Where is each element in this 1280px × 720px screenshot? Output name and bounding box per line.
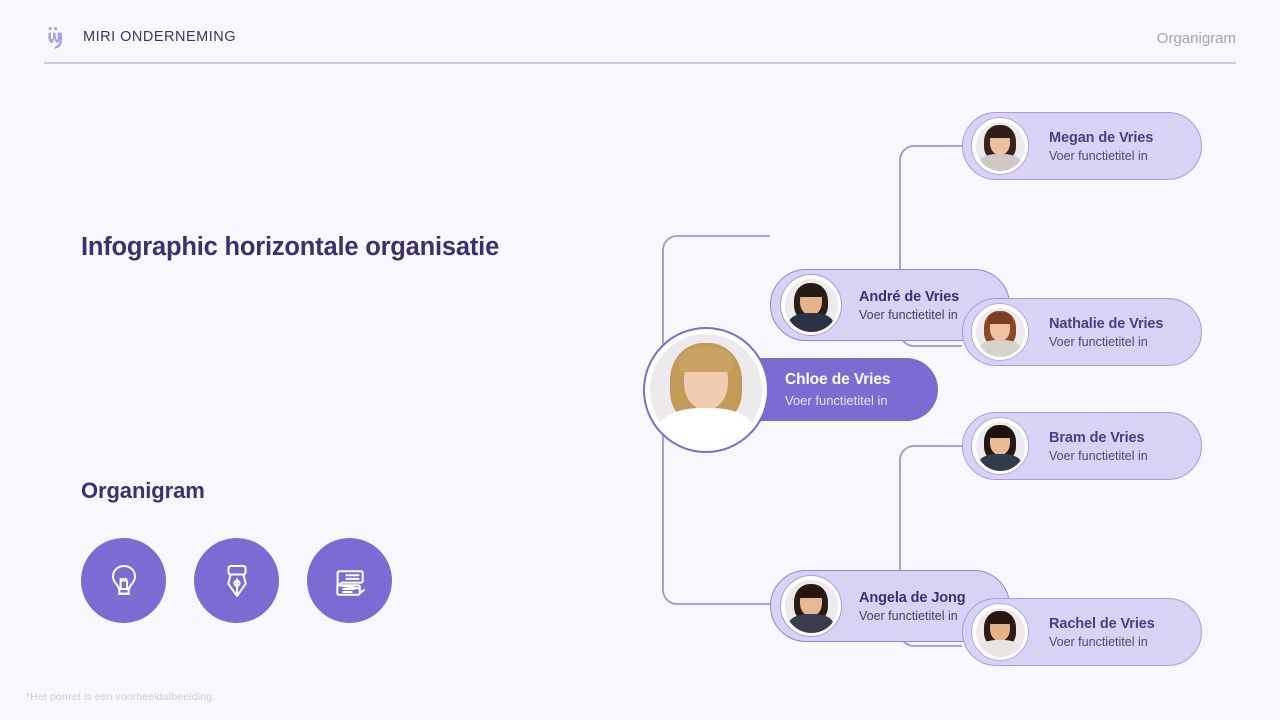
portrait-rachel [975,607,1025,657]
avatar [971,117,1029,175]
page-header: MIRI ONDERNEMING Organigram [0,0,1280,64]
miri-w-logo-icon [44,24,70,50]
org-node-name: Bram de Vries [1049,429,1145,446]
avatar [971,603,1029,661]
chat-bubbles-icon [328,559,372,603]
avatar [780,274,842,336]
org-node-role: Voer functietitel in [859,608,958,623]
avatar [971,303,1029,361]
org-chart: Chloe de Vries Voer functietitel in Andr… [600,100,1220,685]
pen-nib-icon [215,559,259,603]
section-title: Organigram [81,478,205,503]
lightbulb-icon-button[interactable] [81,538,166,623]
org-node-name: Nathalie de Vries [1049,315,1164,332]
org-node-name: Rachel de Vries [1049,615,1155,632]
footnote: *Het portret is een voorbeeldafbeelding. [26,691,216,703]
org-node-angela[interactable]: Angela de Jong Voer functietitel in [770,570,1010,642]
brand-block: MIRI ONDERNEMING [44,24,236,50]
portrait-andre [784,278,838,332]
brand-name: MIRI ONDERNEMING [83,29,236,45]
org-node-bram[interactable]: Bram de Vries Voer functietitel in [962,412,1202,480]
portrait-chloe [650,334,762,446]
org-node-name: Angela de Jong [859,589,966,606]
avatar [780,575,842,637]
page-title: Infographic horizontale organisatie [81,233,500,261]
org-node-rachel[interactable]: Rachel de Vries Voer functietitel in [962,598,1202,666]
org-node-role: Voer functietitel in [785,393,888,408]
chat-bubbles-icon-button[interactable] [307,538,392,623]
header-divider [44,62,1236,64]
org-node-name: André de Vries [859,288,960,305]
org-node-role: Voer functietitel in [859,307,958,322]
org-node-role: Voer functietitel in [1049,448,1148,463]
org-node-root[interactable]: Chloe de Vries Voer functietitel in [643,327,938,453]
pen-nib-icon-button[interactable] [194,538,279,623]
org-node-role: Voer functietitel in [1049,634,1148,649]
org-node-role: Voer functietitel in [1049,334,1148,349]
feature-icon-row [81,538,392,623]
portrait-angela [784,579,838,633]
portrait-megan [975,121,1025,171]
avatar [971,417,1029,475]
org-node-name: Megan de Vries [1049,129,1154,146]
lightbulb-icon [102,559,146,603]
portrait-bram [975,421,1025,471]
org-node-nathalie[interactable]: Nathalie de Vries Voer functietitel in [962,298,1202,366]
org-node-name: Chloe de Vries [785,371,891,388]
avatar [643,327,769,453]
org-node-role: Voer functietitel in [1049,148,1148,163]
portrait-nathalie [975,307,1025,357]
org-node-megan[interactable]: Megan de Vries Voer functietitel in [962,112,1202,180]
page-label: Organigram [1156,30,1236,47]
